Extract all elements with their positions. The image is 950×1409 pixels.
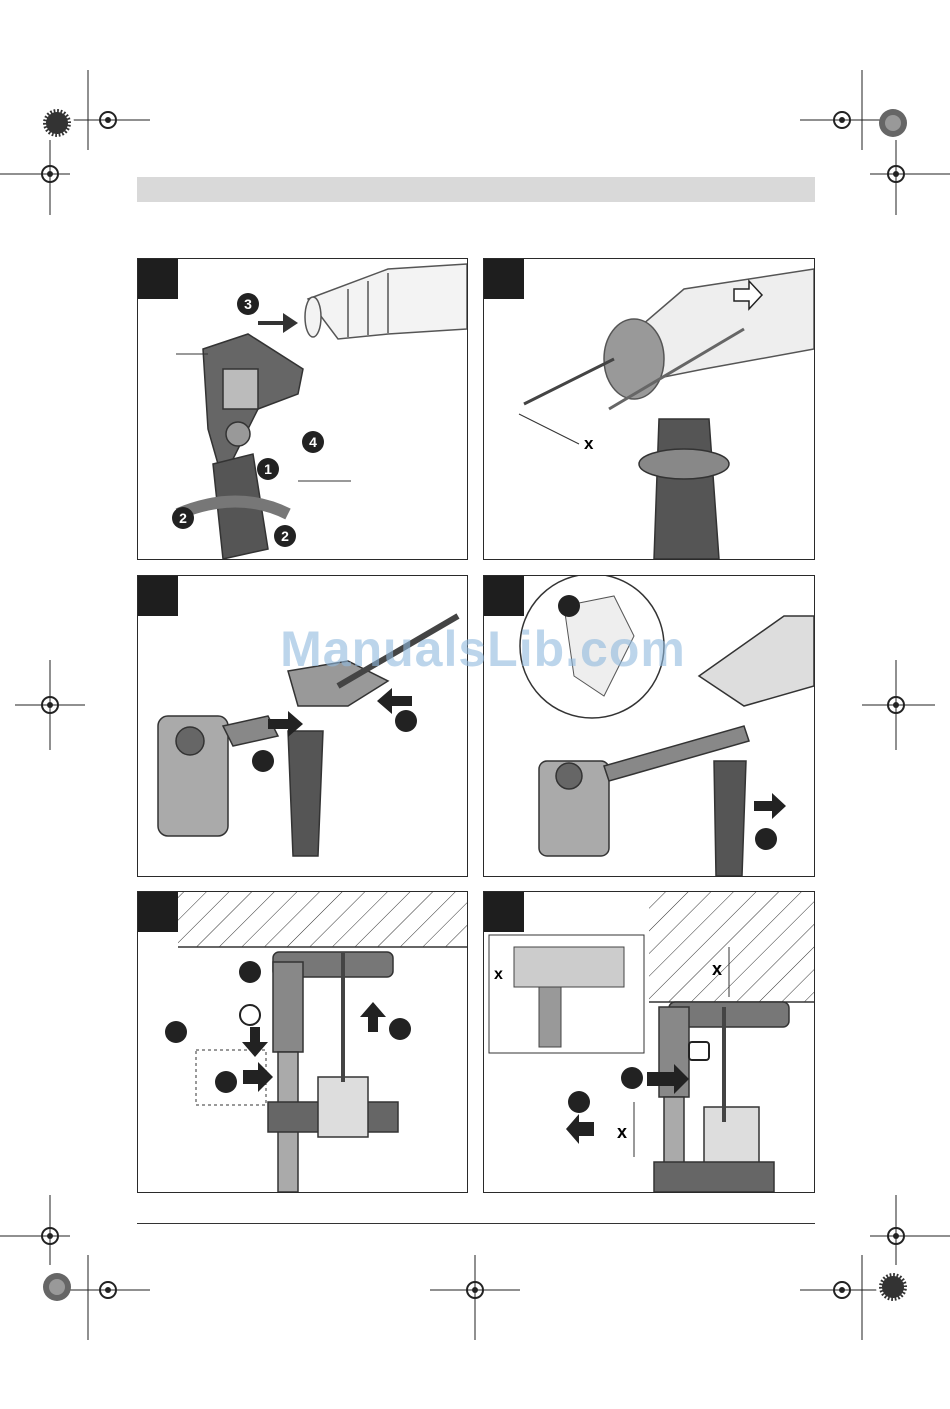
figure-6: x x x: [483, 891, 815, 1193]
drill-depth-stop-illustration: x: [484, 259, 814, 559]
svg-text:2: 2: [281, 528, 289, 544]
drilling-depth-illustration: x x x: [484, 892, 814, 1192]
depth-stop-setup-illustration: [138, 892, 467, 1192]
callout-4: 4: [302, 431, 324, 453]
figure-2: x: [483, 258, 815, 560]
figure-5: [137, 891, 468, 1193]
watermark: ManualsLib.com: [268, 620, 698, 678]
dimension-x-label-bottom: x: [617, 1122, 627, 1142]
callout-1: 1: [257, 458, 279, 480]
drill-attachment-illustration: 3 4 1 2 2: [138, 259, 467, 559]
dimension-x-label: x: [584, 434, 594, 453]
svg-text:1: 1: [264, 461, 272, 477]
svg-text:4: 4: [309, 434, 317, 450]
footer-line: [137, 1223, 815, 1224]
dimension-x-label-inset: x: [494, 966, 503, 983]
header-bar: [137, 177, 815, 202]
callout-3: 3: [237, 293, 259, 315]
callout-2a: 2: [172, 507, 194, 529]
callout-2b: 2: [274, 525, 296, 547]
svg-text:3: 3: [244, 296, 252, 312]
dimension-x-label-top: x: [712, 959, 722, 979]
svg-text:2: 2: [179, 510, 187, 526]
figure-1: 3 4 1 2 2: [137, 258, 468, 560]
